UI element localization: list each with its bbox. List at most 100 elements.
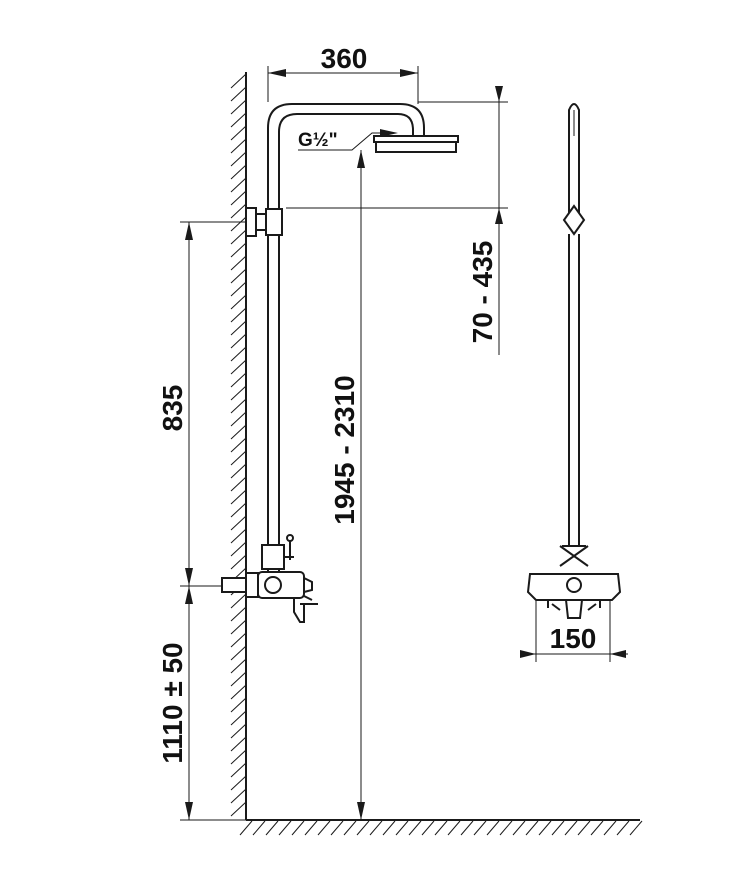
dimension-mixer-height: 1110 ± 50	[157, 586, 246, 821]
hatch-line	[230, 528, 247, 544]
hatch-line	[230, 788, 247, 804]
hatch-line	[434, 820, 448, 836]
hatch-line	[239, 820, 253, 836]
hatch-line	[421, 820, 435, 836]
hatch-line	[564, 820, 578, 836]
floor	[239, 819, 643, 836]
hatch-line	[230, 333, 247, 349]
dimension-label-thread: G½"	[298, 130, 338, 151]
diverter-valve	[261, 534, 294, 570]
hatch-line	[230, 450, 247, 466]
hatch-line	[230, 190, 247, 206]
dimension-arm-length: 360	[267, 43, 419, 104]
hatch-line	[356, 820, 370, 836]
hatch-line	[590, 820, 604, 836]
hatch-line	[230, 125, 247, 141]
hatch-line	[230, 476, 247, 492]
hatch-line	[230, 710, 247, 726]
wall	[230, 72, 247, 820]
hatch-line	[291, 820, 305, 836]
hatch-line	[512, 820, 526, 836]
hatch-line	[230, 177, 247, 193]
hatch-line	[230, 86, 247, 102]
hatch-line	[230, 164, 247, 180]
hatch-line	[230, 216, 247, 232]
hatch-line	[230, 593, 247, 609]
hatch-line	[230, 684, 247, 700]
wall-bracket	[245, 207, 283, 237]
hatch-line	[252, 820, 266, 836]
hatch-line	[230, 723, 247, 739]
hatch-line	[230, 255, 247, 271]
hatch-line	[603, 820, 617, 836]
hatch-line	[304, 820, 318, 836]
hatch-line	[230, 229, 247, 245]
hatch-line	[577, 820, 591, 836]
mixer-side-view	[221, 571, 318, 623]
hatch-line	[317, 820, 331, 836]
wall-hatching	[230, 73, 247, 817]
hatch-line	[230, 645, 247, 661]
shower-column-front-view	[526, 103, 622, 619]
hatch-line	[460, 820, 474, 836]
dimension-total-height: 1945 - 2310	[329, 150, 365, 820]
hatch-line	[230, 619, 247, 635]
hatch-line	[538, 820, 552, 836]
hatch-line	[230, 541, 247, 557]
hatch-line	[230, 307, 247, 323]
hatch-line	[408, 820, 422, 836]
dimension-label-head-adjust: 70 - 435	[467, 241, 498, 344]
hatch-line	[230, 749, 247, 765]
dimension-label-bar-length: 835	[157, 385, 188, 432]
hatch-line	[230, 73, 247, 89]
dimension-thread: G½"	[298, 129, 398, 151]
hatch-line	[616, 820, 630, 836]
hatch-line	[230, 203, 247, 219]
hatch-line	[343, 820, 357, 836]
hatch-line	[369, 820, 383, 836]
hatch-line	[265, 820, 279, 836]
hatch-line	[230, 372, 247, 388]
hatch-line	[230, 294, 247, 310]
hatch-line	[278, 820, 292, 836]
hatch-line	[230, 151, 247, 167]
hatch-line	[230, 606, 247, 622]
hatch-line	[230, 801, 247, 817]
dimension-head-adjust: 70 - 435	[286, 86, 508, 355]
hatch-line	[230, 359, 247, 375]
hatch-line	[230, 437, 247, 453]
hatch-line	[230, 99, 247, 115]
hatch-line	[230, 671, 247, 687]
hatch-line	[230, 463, 247, 479]
hatch-line	[230, 242, 247, 258]
hatch-line	[230, 268, 247, 284]
hatch-line	[230, 346, 247, 362]
hatch-line	[230, 632, 247, 648]
hatch-line	[230, 112, 247, 128]
hatch-line	[551, 820, 565, 836]
hatch-line	[473, 820, 487, 836]
dimension-label-arm-length: 360	[321, 43, 368, 74]
dimension-label-total-height: 1945 - 2310	[329, 375, 360, 524]
hatch-line	[230, 398, 247, 414]
hatch-line	[230, 138, 247, 154]
hatch-line	[230, 762, 247, 778]
hatch-line	[499, 820, 513, 836]
hatch-line	[230, 554, 247, 570]
hatch-line	[330, 820, 344, 836]
dimension-bar-length: 835	[157, 221, 246, 587]
hatch-line	[230, 424, 247, 440]
hatch-line	[230, 736, 247, 752]
hatch-line	[230, 515, 247, 531]
hatch-line	[486, 820, 500, 836]
hatch-line	[230, 320, 247, 336]
hatch-line	[230, 658, 247, 674]
hatch-line	[230, 411, 247, 427]
hatch-line	[230, 775, 247, 791]
hatch-line	[230, 385, 247, 401]
hatch-line	[230, 502, 247, 518]
mixer-front-view	[526, 573, 622, 619]
hatch-line	[447, 820, 461, 836]
shower-column-side-view	[221, 103, 459, 623]
